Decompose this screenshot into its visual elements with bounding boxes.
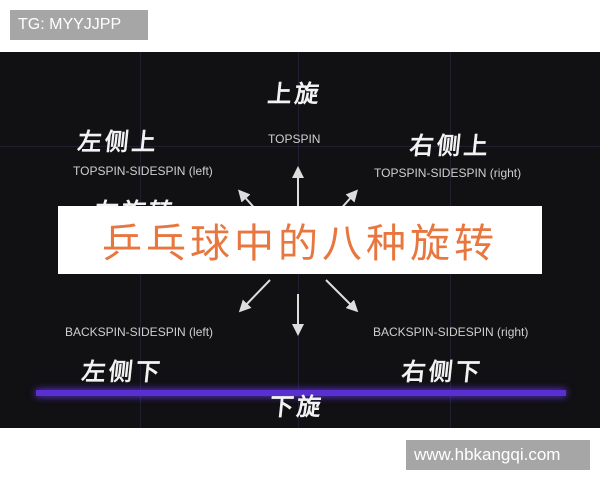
topspin-left-en: TOPSPIN-SIDESPIN (left)	[73, 164, 213, 178]
watermark-label: www.hbkangqi.com	[406, 440, 590, 470]
arrow-down-left-icon	[238, 279, 271, 313]
topspin-right-en: TOPSPIN-SIDESPIN (right)	[374, 166, 522, 180]
topspin-en: TOPSPIN	[268, 132, 321, 146]
backspin-right-cn: 右侧下	[400, 357, 485, 386]
banner-title: 乒乓球中的八种旋转	[102, 221, 498, 267]
backspin-cn: 下旋	[268, 392, 326, 421]
top-tag-label: TG: MYYJJPP	[10, 10, 148, 40]
arrow-down-right-icon	[325, 279, 359, 313]
table-edge	[36, 390, 566, 396]
backspin-left-en: BACKSPIN-SIDESPIN (left)	[65, 325, 214, 339]
title-banner: 乒乓球中的八种旋转	[58, 206, 542, 274]
spin-diagram-image: 上旋 TOPSPIN 左侧上 TOPSPIN-SIDESPIN (left) 右…	[0, 52, 600, 428]
grid-line	[0, 146, 600, 147]
backspin-left-cn: 左侧下	[80, 357, 165, 386]
backspin-right-en: BACKSPIN-SIDESPIN (right)	[373, 325, 529, 339]
